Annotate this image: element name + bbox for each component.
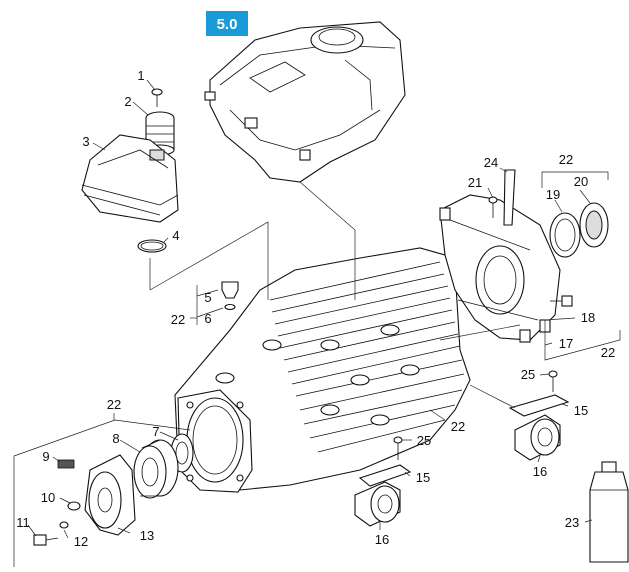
- part-19-ring[interactable]: [549, 212, 581, 258]
- label-4: 4: [172, 228, 179, 243]
- label-25-b: 25: [417, 433, 431, 448]
- crankcase-housing[interactable]: [174, 247, 471, 493]
- part-labels: 1 2 3 4 5 6 22 22 7 8 9 10 11 12 13 24 2…: [16, 68, 615, 549]
- part-10-washer[interactable]: [67, 501, 81, 511]
- label-21: 21: [468, 175, 482, 190]
- label-22-c: 22: [559, 152, 573, 167]
- label-9: 9: [42, 449, 49, 464]
- part-16-crosshead-lower[interactable]: [354, 481, 401, 527]
- label-18: 18: [581, 310, 595, 325]
- label-11: 11: [16, 515, 30, 530]
- part-15-bracket-lower[interactable]: [358, 464, 412, 487]
- label-19: 19: [546, 187, 560, 202]
- oil-tank[interactable]: [204, 21, 406, 183]
- label-12: 12: [74, 534, 88, 549]
- label-20: 20: [574, 174, 588, 189]
- label-15-b: 15: [416, 470, 430, 485]
- part-3-cover[interactable]: [81, 134, 179, 223]
- label-6: 6: [204, 311, 211, 326]
- part-6-washer[interactable]: [224, 303, 236, 311]
- label-2: 2: [124, 94, 131, 109]
- leader-lines: [13, 79, 621, 567]
- label-8: 8: [112, 431, 119, 446]
- label-22-a: 22: [171, 312, 185, 327]
- section-badge[interactable]: 5.0: [206, 11, 248, 36]
- label-5: 5: [204, 290, 211, 305]
- part-18-screw[interactable]: [550, 295, 573, 307]
- label-22-b: 22: [107, 397, 121, 412]
- label-16-a: 16: [533, 464, 547, 479]
- label-17: 17: [559, 336, 573, 351]
- part-23-oil-bottle[interactable]: [589, 461, 629, 563]
- part-13-flange[interactable]: [84, 454, 136, 536]
- part-9-key[interactable]: [57, 459, 75, 469]
- part-24-tube[interactable]: [503, 169, 516, 226]
- part-15-bracket-right[interactable]: [508, 394, 570, 417]
- label-22-d: 22: [601, 345, 615, 360]
- label-1: 1: [137, 68, 144, 83]
- part-20-seal[interactable]: [579, 202, 609, 248]
- part-8-bearing[interactable]: [133, 439, 179, 499]
- part-12-washer[interactable]: [59, 521, 69, 529]
- label-23: 23: [565, 515, 579, 530]
- label-7: 7: [152, 424, 159, 439]
- label-16-b: 16: [375, 532, 389, 547]
- label-3: 3: [82, 134, 89, 149]
- part-2-filter[interactable]: [145, 111, 175, 156]
- label-24: 24: [484, 155, 498, 170]
- part-25-screw-right[interactable]: [548, 370, 558, 392]
- label-25-a: 25: [521, 367, 535, 382]
- part-11-screw[interactable]: [33, 534, 59, 546]
- part-16-crosshead-right[interactable]: [514, 414, 561, 461]
- section-badge-label: 5.0: [217, 16, 238, 33]
- label-10: 10: [41, 490, 55, 505]
- part-1-screw[interactable]: [151, 88, 163, 107]
- part-5-plug[interactable]: [221, 281, 239, 299]
- part-21-screw[interactable]: [488, 196, 498, 218]
- label-15-a: 15: [574, 403, 588, 418]
- label-13: 13: [140, 528, 154, 543]
- label-22-e: 22: [451, 419, 465, 434]
